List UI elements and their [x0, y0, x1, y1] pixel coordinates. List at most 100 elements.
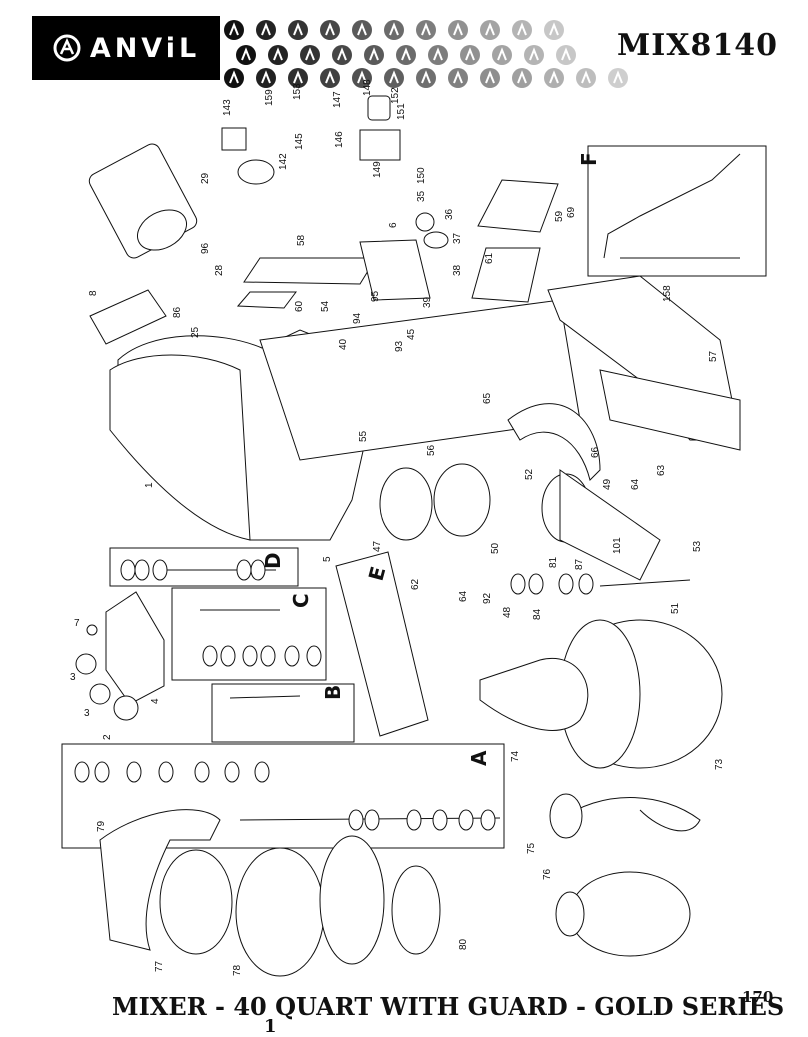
part-number-label: 48 [502, 606, 513, 618]
panel-d-part-4 [250, 559, 266, 581]
part-number-label: 159 [264, 89, 275, 106]
part-number-label: 58 [296, 234, 307, 246]
part-number-label: 39 [422, 296, 433, 308]
logo-pattern-icon [416, 20, 436, 40]
logo-pattern-icon [256, 20, 276, 40]
part-number-label: 3 [70, 672, 76, 683]
panel-label-e: E [364, 564, 391, 583]
logo-pattern-icon [352, 68, 372, 88]
logo-pattern-icon [396, 45, 416, 65]
spindle-part-3 [578, 573, 594, 595]
part-number-label: 147 [332, 91, 343, 108]
part-number-label: 35 [416, 190, 427, 202]
part-number-label: 55 [358, 430, 369, 442]
logo-pattern-icon [512, 68, 532, 88]
panel-a-shaft-part-0 [348, 809, 364, 831]
logo-pattern-icon [556, 45, 576, 65]
panel-d-part-3 [236, 559, 252, 581]
part-number-label: 145 [294, 133, 305, 150]
logo-pattern-icon [448, 68, 468, 88]
guard-mesh [319, 835, 385, 965]
logo-pattern-icon [352, 20, 372, 40]
knob-36 [423, 231, 449, 249]
plate-59 [477, 179, 559, 233]
logo-pattern-icon [224, 20, 244, 40]
part-number-label: 37 [452, 232, 463, 244]
panel-d-part-0 [120, 559, 136, 581]
ring-77 [159, 849, 233, 955]
panel-a-part-0 [74, 761, 90, 783]
panel-a-part-6 [254, 761, 270, 783]
cover-3b [89, 683, 111, 705]
panel-a-shaft-part-2 [406, 809, 422, 831]
panel-c-part-5 [306, 645, 322, 667]
logo-pattern-icon [384, 20, 404, 40]
logo-pattern-icon [416, 68, 436, 88]
part-number-label: 5 [322, 556, 333, 562]
part-number-label: 29 [200, 172, 211, 184]
part-number-label: 150 [416, 167, 427, 184]
plug-7 [86, 624, 98, 636]
logo-pattern-icon [480, 68, 500, 88]
shaft-b [229, 695, 301, 699]
ring-gear-47 [379, 467, 433, 541]
part-number-label: 86 [172, 306, 183, 318]
logo-pattern-icon [288, 20, 308, 40]
logo-pattern-icon [332, 45, 352, 65]
part-number-label: 75 [526, 842, 537, 854]
logo-pattern-icon [224, 68, 244, 88]
ring-80 [391, 865, 441, 955]
part-number-label: 78 [232, 964, 243, 976]
page-mark: 1 [264, 1016, 277, 1037]
logo-pattern-icon [236, 45, 256, 65]
part-number-label: 51 [670, 602, 681, 614]
part-number-label: 57 [708, 350, 719, 362]
switch-148 [367, 95, 391, 121]
part-number-label: 152 [390, 87, 401, 104]
page-title: MIXER - 40 QUART WITH GUARD - GOLD SERIE… [112, 992, 785, 1021]
part-number-label: 6 [388, 222, 399, 228]
part-number-label: 53 [692, 540, 703, 552]
logo-pattern-icon [364, 45, 384, 65]
panel-label-d: D [261, 552, 285, 569]
arm-bracket [559, 469, 661, 581]
panel-d-frame [109, 547, 299, 587]
bracket-143 [221, 127, 247, 151]
panel-a-part-5 [224, 761, 240, 783]
part-number-label: 61 [484, 252, 495, 264]
part-number-label: 64 [630, 478, 641, 490]
panel-f-frame [587, 145, 767, 277]
panel-a-part-4 [194, 761, 210, 783]
panel-d-part-1 [134, 559, 150, 581]
panel-b-frame [211, 683, 355, 743]
panel-d-part-2 [152, 559, 168, 581]
logo-pattern-icon [480, 20, 500, 40]
panel-label-c: C [289, 593, 313, 608]
part-number-label: 64 [458, 590, 469, 602]
guard-78 [235, 847, 325, 977]
panel-label-f: F [577, 152, 601, 166]
part-number-label: 87 [574, 558, 585, 570]
part-number-label: 94 [352, 312, 363, 324]
part-number-label: 65 [482, 392, 493, 404]
part-number-label: 50 [490, 542, 501, 554]
logo-pattern-icon [268, 45, 288, 65]
model-number: MIX8140 [616, 28, 778, 63]
part-number-label: 153 [292, 83, 303, 100]
part-number-label: 47 [372, 540, 383, 552]
panel-c-part-3 [260, 645, 276, 667]
panel-a-part-3 [158, 761, 174, 783]
part-number-label: 146 [334, 131, 345, 148]
logo-pattern-icon [320, 68, 340, 88]
part-number-label: 1 [144, 482, 155, 488]
part-number-label: 79 [96, 820, 107, 832]
part-number-label: 81 [548, 556, 559, 568]
panel-a-shaft-part-4 [458, 809, 474, 831]
part-number-label: 25 [190, 326, 201, 338]
frame-body [259, 299, 581, 461]
part-number-label: 101 [612, 537, 623, 554]
spindle-part-0 [510, 573, 526, 595]
panel-a-shaft-part-3 [432, 809, 448, 831]
part-number-label: 40 [338, 338, 349, 350]
